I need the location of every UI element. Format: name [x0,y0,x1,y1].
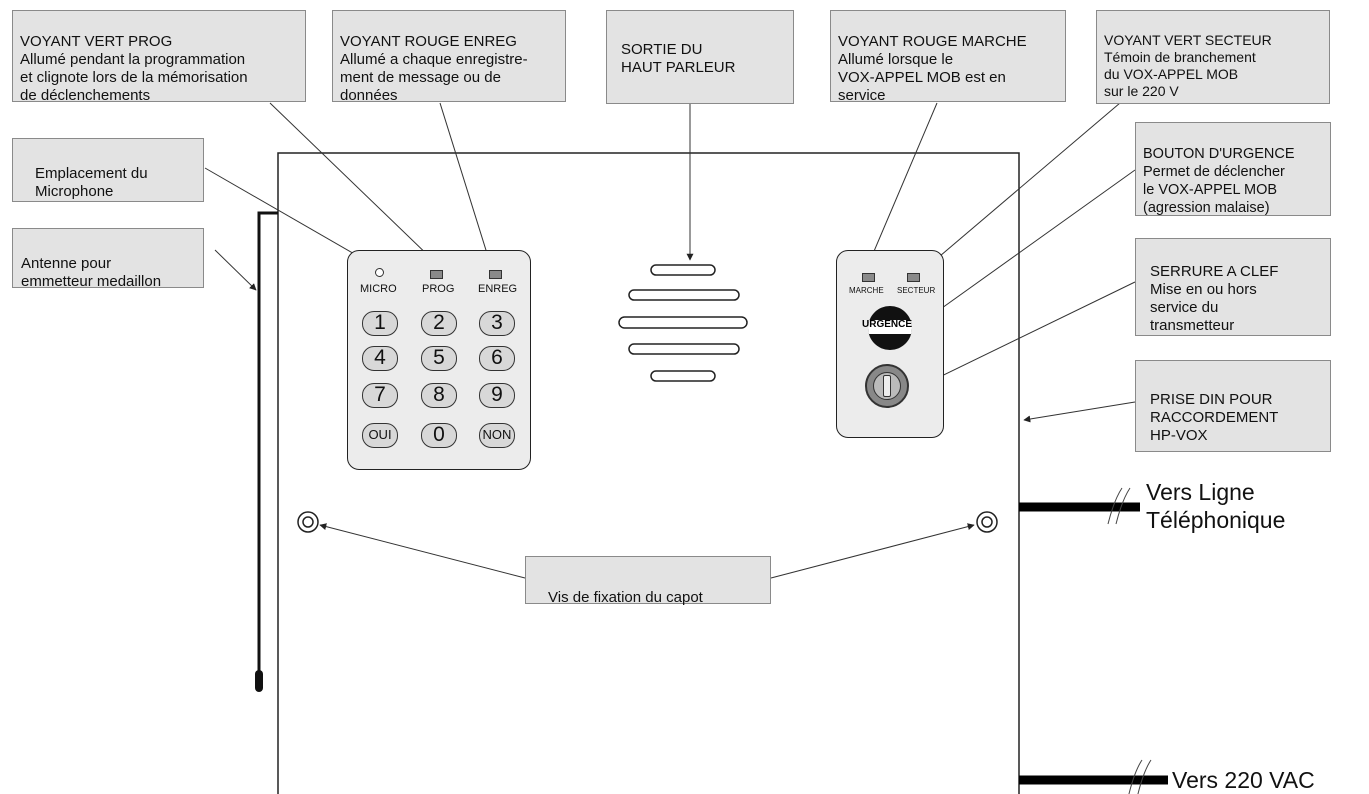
device-housing [277,152,1020,794]
vers-ligne-telephonique: Vers Ligne Téléphonique [1146,479,1286,533]
key-lock-icon[interactable] [865,364,909,408]
speaker-grille [618,264,748,382]
key-8[interactable]: 8 [421,383,457,408]
label-prise-din: PRISE DIN POUR RACCORDEMENT HP-VOX [1135,360,1331,452]
ac-cable [1019,759,1168,794]
label-antenne: Antenne pour emmetteur medaillon [12,228,204,290]
marche-label: MARCHE [849,286,884,295]
key-1[interactable]: 1 [362,311,398,336]
micro-hole-icon [375,268,384,277]
key-4[interactable]: 4 [362,346,398,371]
urgence-label: URGENCE [862,319,913,330]
key-9[interactable]: 9 [479,383,515,408]
label-sortie-haut-parleur: SORTIE DU HAUT PARLEUR [606,10,794,104]
label-vis-fixation: Vis de fixation du capot [525,556,771,606]
screw-left [297,511,319,533]
led-secteur [907,273,920,282]
key-0[interactable]: 0 [421,423,457,448]
urgence-button[interactable] [868,306,912,350]
screw-right [976,511,998,533]
led-prog [430,270,443,279]
keypad-panel: MICRO PROG ENREG 1 2 3 4 5 6 7 8 9 OUI 0… [347,250,531,470]
key-6[interactable]: 6 [479,346,515,371]
key-3[interactable]: 3 [479,311,515,336]
control-panel: MARCHE SECTEUR URGENCE [836,250,944,438]
key-5[interactable]: 5 [421,346,457,371]
prog-label: PROG [422,283,455,295]
secteur-label: SECTEUR [897,286,936,295]
key-oui[interactable]: OUI [362,423,398,448]
vers-220-vac: Vers 220 VAC [1172,767,1315,793]
led-marche [862,273,875,282]
phone-line-cable [1019,487,1140,525]
key-7[interactable]: 7 [362,383,398,408]
enreg-label: ENREG [478,283,518,295]
led-enreg [489,270,502,279]
antenna [257,211,278,690]
key-non[interactable]: NON [479,423,515,448]
key-2[interactable]: 2 [421,311,457,336]
micro-label: MICRO [360,283,397,295]
label-microphone: Emplacement du Microphone [12,138,204,202]
